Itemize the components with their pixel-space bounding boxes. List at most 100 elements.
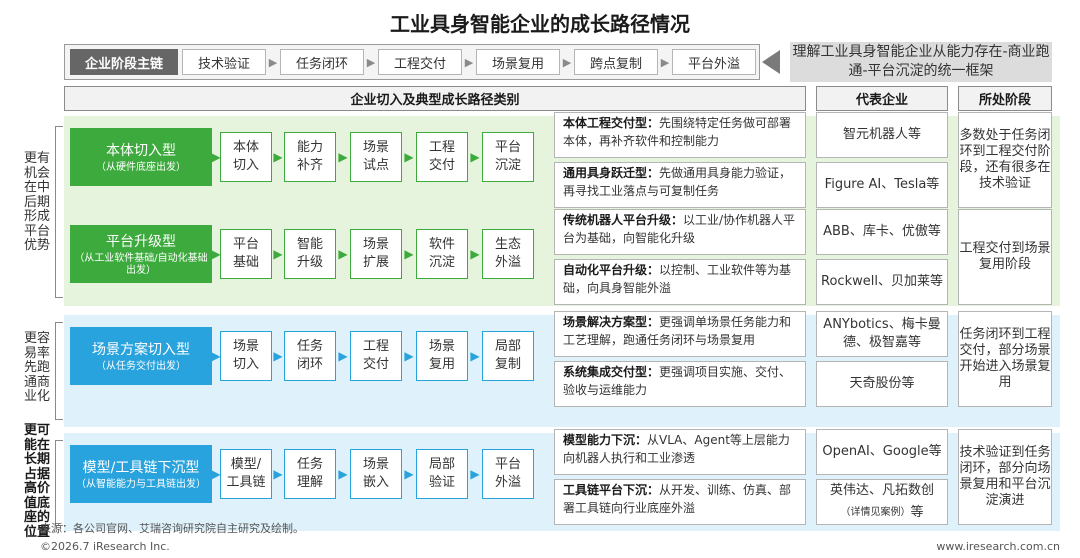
- company-names: 天奇股份等: [849, 376, 915, 391]
- development-stage: 技术验证到任务闭环，部分向场景复用和平台沉淀演进: [958, 429, 1052, 525]
- company-names: Rockwell、贝加莱等: [821, 274, 943, 289]
- path-type-box: 模型/工具链下沉型（从智能能力与工具链出发）: [70, 445, 212, 503]
- path-type-origin: （从智能能力与工具链出发）: [76, 479, 206, 490]
- path-text: 从VLA、Agent等上层能力向机器人执行和工业渗透: [563, 433, 790, 465]
- copyright: ©2026.7 iResearch Inc.: [40, 540, 170, 553]
- path-type-origin: （从硬件底座出发）: [96, 162, 186, 173]
- path-step: 场景 切入: [220, 331, 272, 381]
- path-step: 平台 外溢: [482, 449, 534, 499]
- path-type-origin: （从任务交付出发）: [96, 361, 186, 372]
- stage-chain-head: 企业阶段主链: [70, 49, 178, 75]
- group-label: 更可能在长期占据高价值底座的位置: [23, 423, 50, 540]
- framework-note: 理解工业具身智能企业从能力存在-商业跑通-平台沉淀的统一框架: [790, 42, 1052, 82]
- path-description: 自动化平台升级：以控制、工业软件等为基础，向具身智能外溢: [554, 259, 806, 305]
- path-step: 平台 沉淀: [482, 132, 534, 182]
- path-name: 自动化平台升级：: [563, 263, 660, 277]
- path-description: 工具链平台下沉：从开发、训练、仿真、部署工具链向行业底座外溢: [554, 479, 806, 525]
- path-text: 从开发、训练、仿真、部署工具链向行业底座外溢: [563, 483, 792, 515]
- company-names: 智元机器人等: [842, 127, 921, 142]
- step-arrow-icon: ▶: [211, 349, 221, 363]
- group-bracket: [55, 440, 63, 526]
- development-stage: 任务闭环到工程交付，部分场景开始进入场景复用: [958, 311, 1052, 407]
- path-step: 工程 交付: [416, 132, 468, 182]
- website: www.iresearch.com.cn: [936, 540, 1060, 553]
- step-arrow-icon: ▶: [470, 247, 480, 261]
- path-step: 场景 复用: [416, 331, 468, 381]
- path-type-name: 平台升级型: [106, 234, 176, 250]
- path-step: 本体 切入: [220, 132, 272, 182]
- path-name: 场景解决方案型：: [563, 315, 660, 329]
- path-step: 局部 验证: [416, 449, 468, 499]
- path-name: 工具链平台下沉：: [563, 483, 660, 497]
- chain-stage: 平台外溢: [672, 49, 756, 75]
- path-description: 传统机器人平台升级：以工业/协作机器人平台为基础，向智能化升级: [554, 209, 806, 255]
- path-step: 工程 交付: [350, 331, 402, 381]
- step-arrow-icon: ▶: [470, 349, 480, 363]
- step-arrow-icon: ▶: [273, 349, 283, 363]
- path-description: 模型能力下沉：从VLA、Agent等上层能力向机器人执行和工业渗透: [554, 429, 806, 475]
- company-names: OpenAI、Google等: [822, 444, 942, 459]
- path-step: 智能 升级: [284, 229, 336, 279]
- page-title: 工业具身智能企业的成长路径情况: [390, 12, 690, 36]
- company-names: ANYbotics、梅卡曼德、极智嘉等: [823, 317, 941, 350]
- path-name: 通用具身跃迁型：: [563, 166, 660, 180]
- representative-company: 智元机器人等: [816, 112, 948, 158]
- chain-stage: 工程交付: [378, 49, 462, 75]
- path-description: 场景解决方案型：更强调单场景任务能力和工艺理解，跑通任务闭环与场景复用: [554, 311, 806, 357]
- chain-arrow-icon: ▶: [562, 55, 572, 69]
- representative-company: Rockwell、贝加莱等: [816, 259, 948, 305]
- path-text: 以工业/协作机器人平台为基础，向智能化升级: [563, 213, 796, 245]
- representative-company: 英伟达、凡拓数创（详情见案例）等: [816, 479, 948, 525]
- representative-company: Figure AI、Tesla等: [816, 162, 948, 208]
- company-names: ABB、库卡、优傲等: [823, 224, 941, 239]
- chain-stage: 跨点复制: [574, 49, 658, 75]
- path-name: 系统集成交付型：: [563, 365, 660, 379]
- group-bracket: [55, 322, 63, 420]
- chain-arrow-icon: ▶: [660, 55, 670, 69]
- path-name: 本体工程交付型：: [563, 116, 660, 130]
- step-arrow-icon: ▶: [404, 467, 414, 481]
- path-type-name: 本体切入型: [106, 143, 176, 159]
- path-text: 先围绕特定任务做可部署本体，再补齐软件和控制能力: [563, 116, 792, 148]
- development-stage: 工程交付到场景复用阶段: [958, 209, 1052, 305]
- path-step: 场景 扩展: [350, 229, 402, 279]
- path-text: 以控制、工业软件等为基础，向具身智能外溢: [563, 263, 792, 295]
- step-arrow-icon: ▶: [404, 150, 414, 164]
- path-text: 更强调单场景任务能力和工艺理解，跑通任务闭环与场景复用: [563, 315, 792, 347]
- representative-company: OpenAI、Google等: [816, 429, 948, 475]
- header-path: 企业切入及典型成长路径类别: [64, 86, 806, 111]
- path-type-box: 场景方案切入型 （从任务交付出发）: [70, 327, 212, 385]
- path-name: 传统机器人平台升级：: [563, 213, 684, 227]
- development-stage: 多数处于任务闭环到工程交付阶段，还有很多在技术验证: [958, 112, 1052, 208]
- path-type-name: 场景方案切入型: [92, 342, 190, 358]
- path-step: 能力 补齐: [284, 132, 336, 182]
- step-arrow-icon: ▶: [470, 150, 480, 164]
- chain-arrow-icon: ▶: [464, 55, 474, 69]
- step-arrow-icon: ▶: [338, 349, 348, 363]
- path-step: 场景 嵌入: [350, 449, 402, 499]
- path-step: 生态 外溢: [482, 229, 534, 279]
- path-description: 本体工程交付型：先围绕特定任务做可部署本体，再补齐软件和控制能力: [554, 112, 806, 158]
- chain-stage: 任务闭环: [280, 49, 364, 75]
- left-triangle-icon: [762, 50, 780, 74]
- path-type-box: 平台升级型 （从工业软件基础/自动化基础出发）: [70, 225, 212, 283]
- chain-arrow-icon: ▶: [268, 55, 278, 69]
- path-step: 局部 复制: [482, 331, 534, 381]
- group-label: 更有机会在中后期形成平台优势: [23, 151, 50, 253]
- path-type-box: 本体切入型 （从硬件底座出发）: [70, 128, 212, 186]
- path-step: 任务 理解: [284, 449, 336, 499]
- path-description: 系统集成交付型：更强调项目实施、交付、验收与运维能力: [554, 361, 806, 407]
- path-step: 软件 沉淀: [416, 229, 468, 279]
- path-step: 任务 闭环: [284, 331, 336, 381]
- step-arrow-icon: ▶: [211, 150, 221, 164]
- header-company: 代表企业: [816, 86, 948, 111]
- step-arrow-icon: ▶: [470, 467, 480, 481]
- path-type-origin: （从工业软件基础/自动化基础出发）: [74, 253, 208, 276]
- path-text: 更强调项目实施、交付、验收与运维能力: [563, 365, 792, 397]
- company-case-note: （详情见案例）: [840, 507, 911, 518]
- company-names: 英伟达、凡拓数创: [829, 483, 934, 498]
- path-description: 通用具身跃迁型：先做通用具身能力验证，再寻找工业落点与可复制任务: [554, 162, 806, 208]
- step-arrow-icon: ▶: [404, 247, 414, 261]
- step-arrow-icon: ▶: [404, 349, 414, 363]
- chain-stage: 场景复用: [476, 49, 560, 75]
